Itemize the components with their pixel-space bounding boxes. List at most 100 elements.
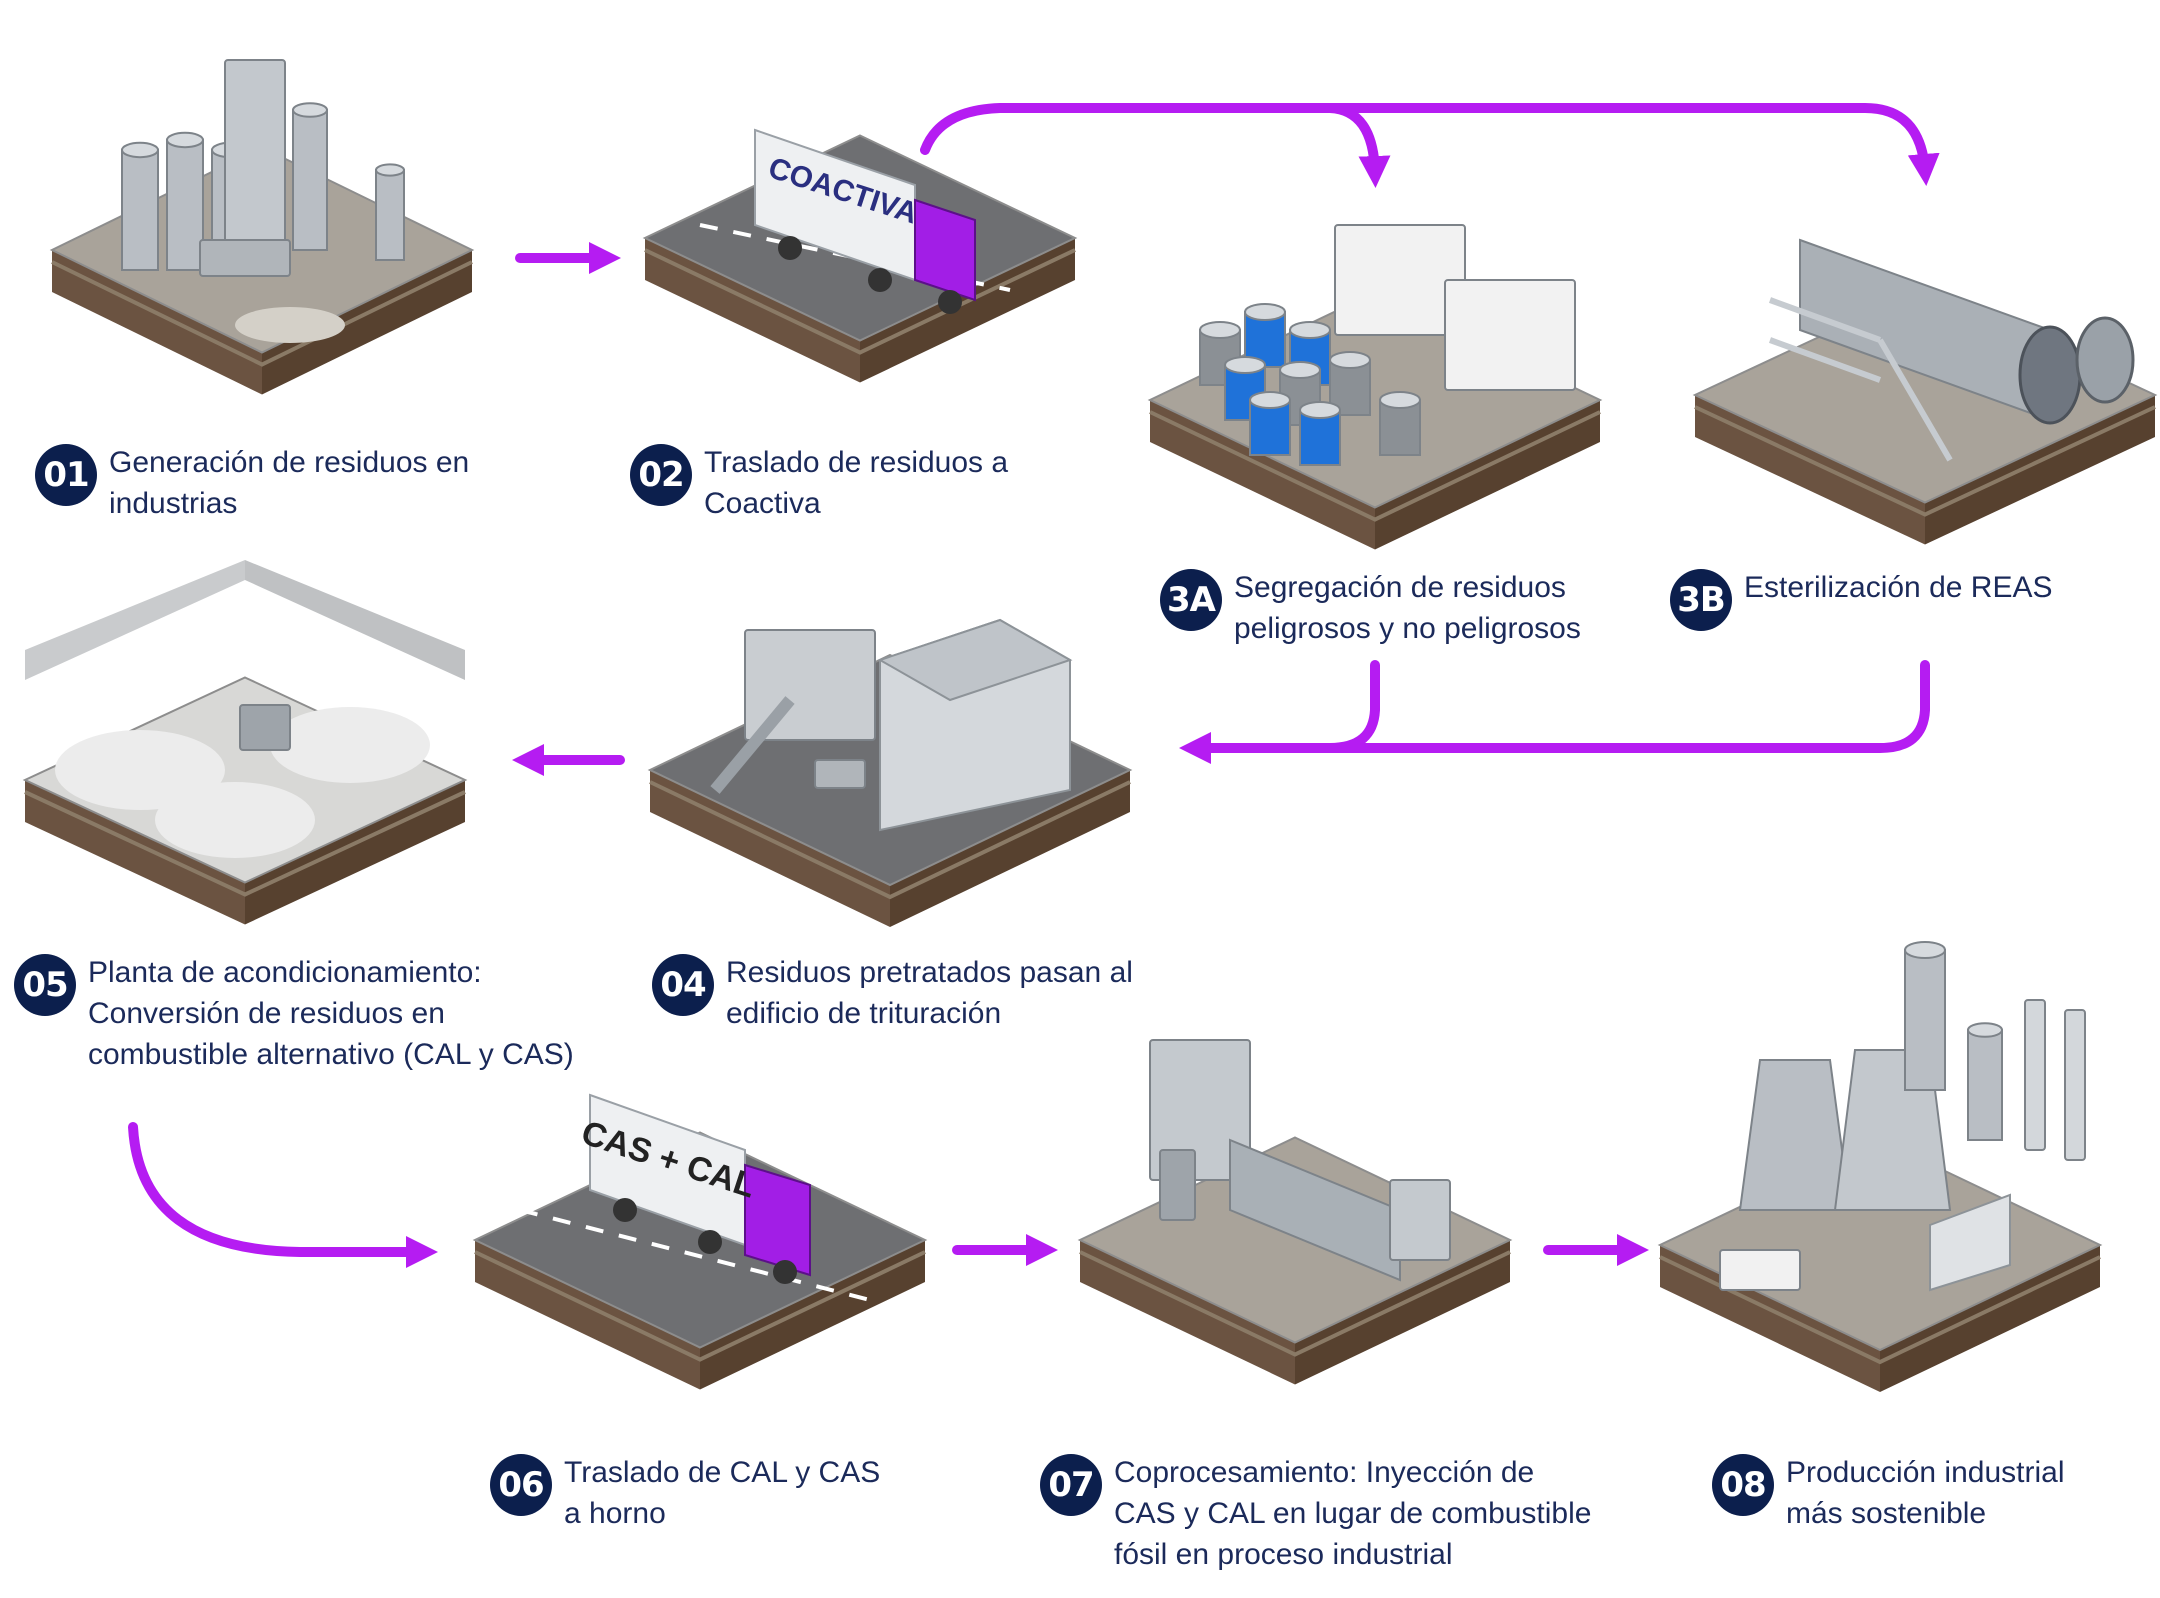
tile-07-kiln [1077, 1039, 1513, 1385]
column [1904, 941, 1946, 1091]
arrows-layer [128, 103, 1940, 1269]
step-number-badge: 05 [14, 954, 76, 1016]
step-01: 01 Generación de residuos en industrias [35, 442, 469, 524]
step-number-badge: 3B [1670, 569, 1732, 631]
tile-layer-line [649, 780, 1131, 900]
silo [166, 131, 204, 271]
step-07: 07 Coprocesamiento: Inyección de CAS y C… [1040, 1452, 1591, 1575]
cylinder-top [1289, 321, 1331, 339]
tiles-layer: COACTIVA CAS + CAL [22, 59, 2158, 1392]
step-05: 05 Planta de acondicionamiento: Conversi… [14, 952, 574, 1075]
arrow-3b-merge [1325, 660, 1930, 753]
step-label: Traslado de residuos a Coactiva [704, 446, 1009, 520]
truck-wheel [773, 1260, 797, 1284]
tile-layer-line [24, 790, 466, 897]
autoclave-door [2075, 316, 2135, 404]
wall-right [245, 560, 465, 680]
cylinder-top [375, 163, 405, 177]
cylinder-top [1224, 356, 1266, 374]
step-08: 08 Producción industrial más sostenible [1712, 1452, 2064, 1534]
truck-wheel [778, 236, 802, 260]
tile-layer-line [1079, 1250, 1511, 1357]
shed-roof [877, 618, 1073, 702]
truck-wheel [938, 290, 962, 314]
truck-cab [744, 1163, 811, 1277]
bin [814, 759, 866, 789]
step-number-badge: 06 [490, 1454, 552, 1516]
step-number-badge: 01 [35, 444, 97, 506]
step-3b: 3B Esterilización de REAS [1670, 567, 2052, 631]
kiln-tube [1229, 1138, 1401, 1282]
column [292, 102, 328, 251]
barrel [1379, 391, 1421, 456]
fuel-pile [55, 730, 225, 810]
step-label: Segregación de residuos peligrosos y no … [1234, 571, 1581, 645]
step-label: Coprocesamiento: Inyección de CAS y CAL … [1114, 1456, 1592, 1571]
arrow-branch-3a [1325, 103, 1391, 188]
step-06: 06 Traslado de CAL y CAS a horno [490, 1452, 880, 1534]
cylinder-top [1967, 1022, 2003, 1038]
road-marking [519, 1208, 871, 1302]
autoclave-opening [2018, 325, 2082, 425]
tile-02-truck: COACTIVA [642, 128, 1078, 383]
cooling-tower [1738, 1059, 1852, 1211]
preheater [1149, 1039, 1251, 1181]
tile-01-refinery [49, 59, 475, 395]
control-panel [1159, 1149, 1196, 1221]
step-04: 04 Residuos pretratados pasan al edifici… [652, 952, 1133, 1034]
step-label: Generación de residuos en industrias [109, 446, 470, 520]
step-3a: 3A Segregación de residuos peligrosos y … [1160, 567, 1581, 649]
tile-layer-line [1149, 410, 1601, 522]
chimney [2024, 999, 2046, 1151]
column [1967, 1022, 2003, 1141]
truck-wheel [868, 268, 892, 292]
cylinder-top [1329, 351, 1371, 369]
barrel [1249, 391, 1291, 456]
conveyor [710, 696, 795, 794]
step-number-badge: 04 [652, 954, 714, 1016]
truck-cab [914, 198, 976, 302]
cylinder-top [292, 102, 328, 118]
cooler [1389, 1179, 1451, 1261]
cylinder-top [166, 131, 204, 149]
tile-layer-line [1659, 1255, 2101, 1365]
cylinder-top [1249, 391, 1291, 409]
crusher [239, 704, 291, 751]
wall-left [25, 560, 245, 680]
column [375, 163, 405, 261]
warehouse [1929, 1193, 2011, 1292]
tile-layer-line [1694, 405, 2156, 517]
tile-layer-line [51, 260, 473, 367]
step-label: Residuos pretratados pasan al edificio d… [726, 956, 1133, 1030]
tile-04-shredder [647, 618, 1133, 927]
cylinder-body [1379, 399, 1421, 456]
cylinder-body [1299, 409, 1341, 466]
fuel-pile [155, 782, 315, 858]
step-number-badge: 08 [1712, 1454, 1774, 1516]
cylinder-top [1199, 321, 1241, 339]
tile-3a-barrels [1147, 224, 1603, 550]
step-02: 02 Traslado de residuos a Coactiva [630, 442, 1008, 524]
cylinder-top [1299, 401, 1341, 419]
step-number-badge: 3A [1160, 569, 1222, 631]
tile-05-plant [22, 560, 468, 925]
kiln [199, 239, 291, 277]
arrow-02-to-3a3b [920, 103, 1940, 186]
tile-06-truck: CAS + CAL [472, 1093, 928, 1390]
step-label: Producción industrial más sostenible [1786, 1456, 2065, 1530]
step-number-badge: 02 [630, 444, 692, 506]
silo [121, 141, 159, 271]
arrow-3a-to-04 [1178, 660, 1380, 765]
platform-stairs [1768, 297, 1953, 462]
step-label: Planta de acondicionamiento: Conversión … [88, 956, 574, 1071]
fuel-pile [270, 707, 430, 783]
cylinder-body [375, 169, 405, 261]
arrow-05-to-06 [128, 1122, 439, 1269]
cylinder-body [121, 149, 159, 271]
cylinder-top [121, 141, 159, 159]
cylinder-body [1249, 399, 1291, 456]
barrel [1299, 401, 1341, 466]
step-label: Traslado de CAL y CAS a horno [564, 1456, 881, 1530]
tile-layer-line [474, 1250, 926, 1362]
